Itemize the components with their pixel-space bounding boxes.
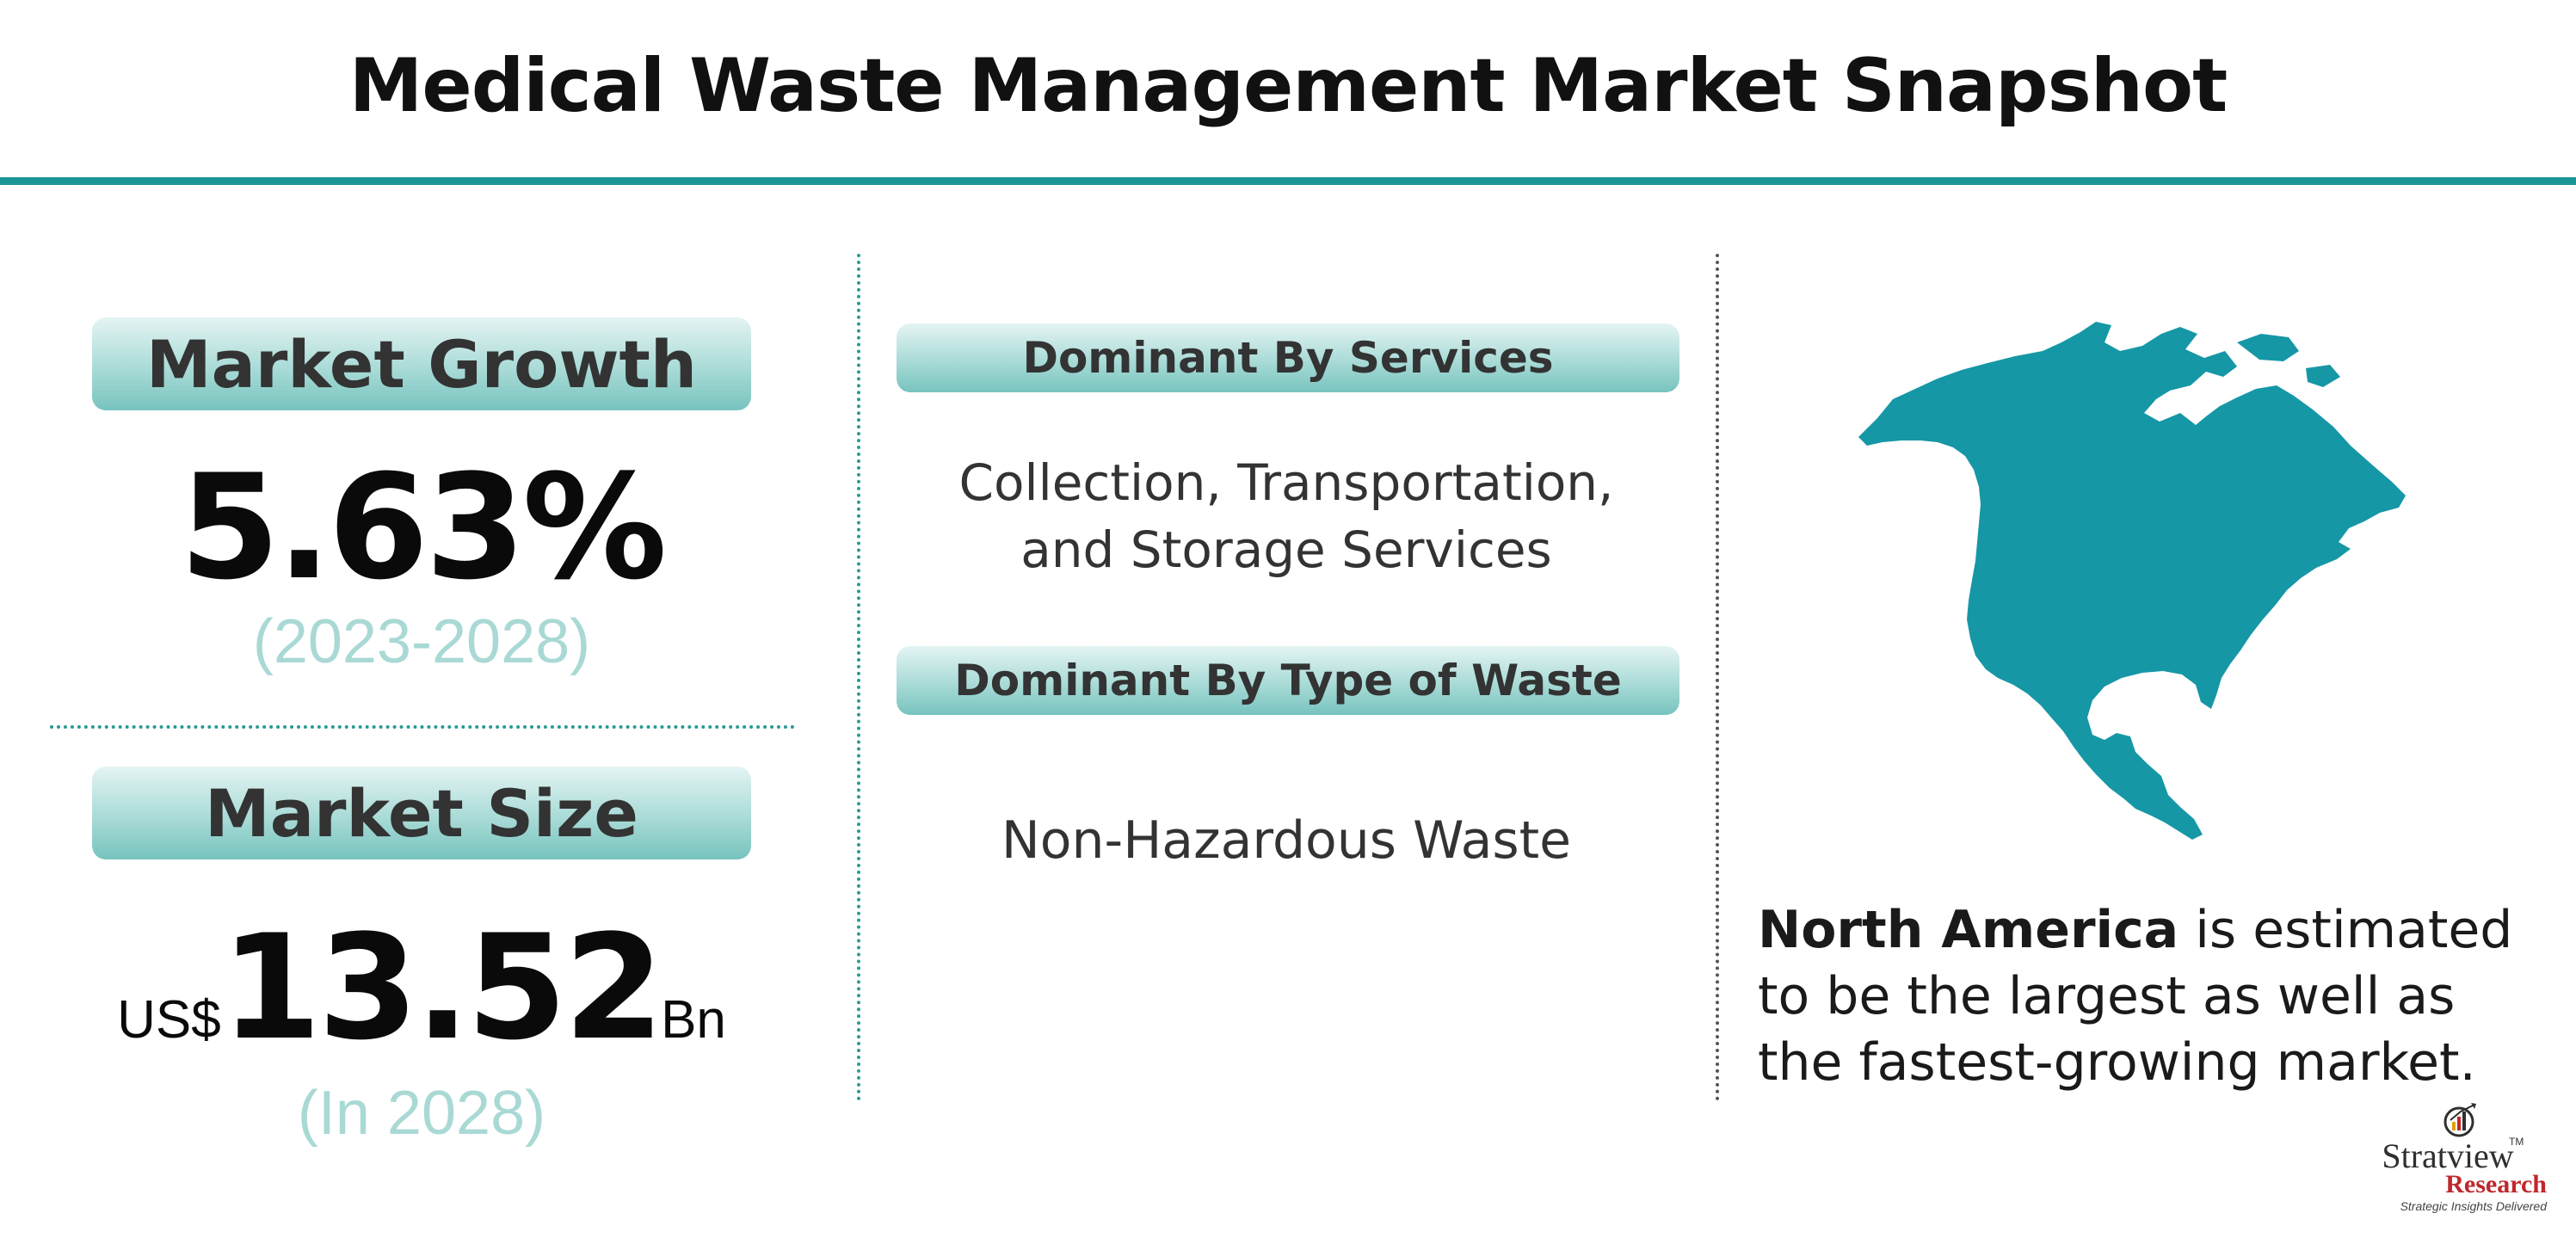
left-dotted-divider [50,725,795,729]
market-growth-period: (2023-2028) [252,607,591,676]
dominant-services-line1: Collection, Transportation, [958,453,1614,512]
region-line2: to be the largest as well as [1758,966,2456,1026]
market-size-value: 13.52 [220,903,664,1072]
dominant-waste-label: Dominant By Type of Waste [897,646,1679,715]
market-size-year: (In 2028) [297,1079,546,1148]
region-line1: North America is estimated [1758,897,2567,964]
region-highlight: North America [1758,900,2179,960]
dominant-services-text: Collection, Transportation, and Storage … [860,449,1712,583]
region-line3: the fastest-growing market. [1758,1032,2476,1093]
title-divider [0,177,2576,185]
logo-tagline: Strategic Insights Delivered [2400,1199,2547,1213]
growth-chart-logo-icon [2444,1103,2476,1137]
market-growth-label: Market Growth [92,317,751,410]
dominant-waste-text: Non-Hazardous Waste [1001,810,1572,871]
column-divider-left [857,254,860,1101]
region-line1-rest: is estimated [2179,900,2513,960]
column-divider-right [1716,254,1719,1101]
market-size-prefix: US$ [117,990,221,1050]
page-title: Medical Waste Management Market Snapshot [348,43,2228,129]
logo-name: Stratview [2382,1136,2514,1175]
north-america-map-icon [1858,322,2406,840]
region-statement: North America is estimated to be the lar… [1758,897,2567,1096]
market-size-suffix: Bn [661,990,726,1050]
market-growth-value: 5.63% [179,443,668,612]
dominant-services-label: Dominant By Services [897,323,1679,392]
logo-research: Research [2445,1170,2547,1198]
dominant-services-line2: and Storage Services [1020,520,1552,579]
logo-trademark: TM [2509,1136,2524,1148]
stratview-logo: Stratview TM Research Strategic Insights… [2340,1101,2555,1213]
market-size-label: Market Size [92,767,751,859]
